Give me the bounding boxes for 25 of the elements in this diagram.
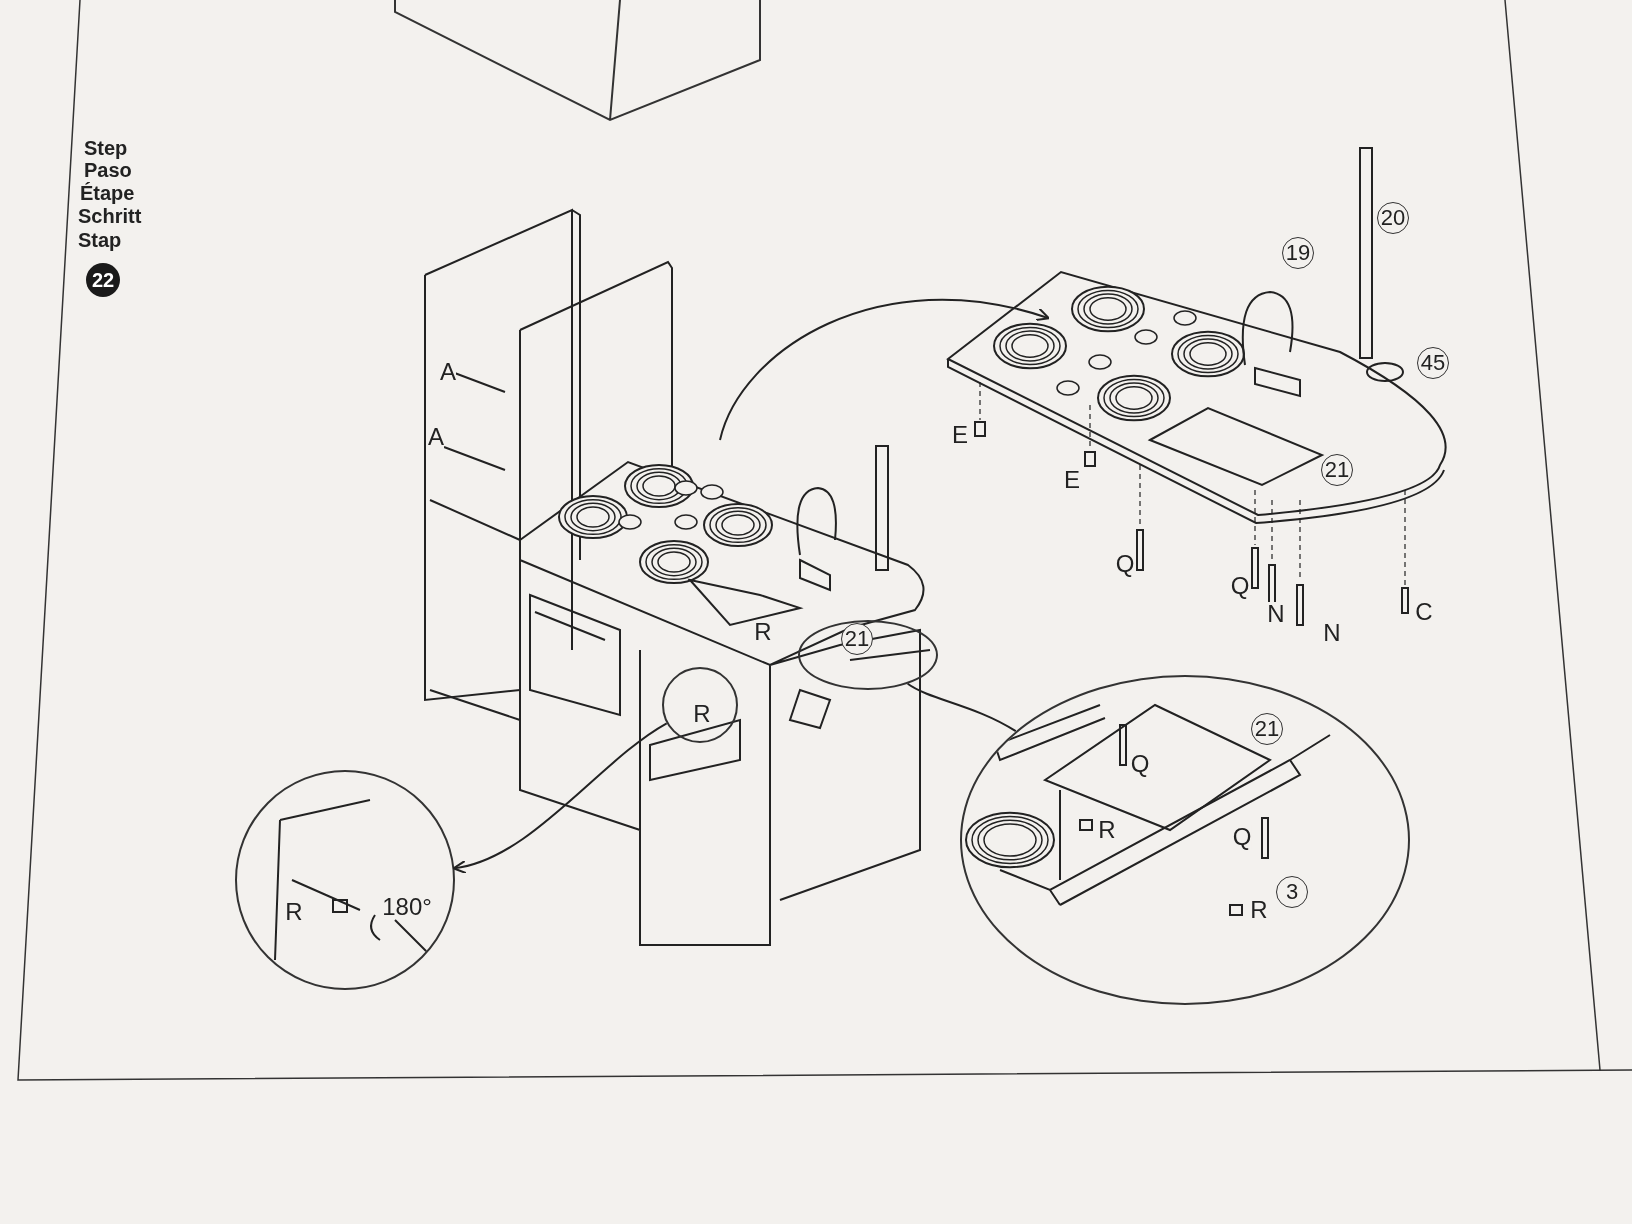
part-letter: Q xyxy=(1115,552,1135,576)
detail-inset xyxy=(960,675,1410,1005)
step-heading: Paso xyxy=(84,160,132,180)
part-letter: Q xyxy=(1130,752,1150,776)
step-heading: Step xyxy=(84,138,128,158)
callout-number: 21 xyxy=(1321,454,1353,486)
detail-inset xyxy=(235,770,455,990)
callout-number: 19 xyxy=(1282,237,1314,269)
step-heading: Étape xyxy=(80,183,135,203)
highlight-ellipse xyxy=(798,620,938,690)
arrow xyxy=(719,298,1050,441)
callout-number: 3 xyxy=(1276,876,1308,908)
connector-line xyxy=(906,682,1017,733)
part-letter: Q xyxy=(1230,574,1250,598)
highlight-circle xyxy=(662,667,738,743)
part-letter: Q xyxy=(1232,825,1252,849)
callout-number: 21 xyxy=(1251,713,1283,745)
arrow xyxy=(452,722,668,873)
callout-number: 21 xyxy=(841,623,873,655)
callout-number: 20 xyxy=(1377,202,1409,234)
step-heading: Schritt xyxy=(78,206,142,226)
callout-number: 45 xyxy=(1417,347,1449,379)
step-heading: Stap xyxy=(78,230,122,250)
step-number: 22 xyxy=(86,263,120,297)
part-letter: A xyxy=(428,425,444,449)
